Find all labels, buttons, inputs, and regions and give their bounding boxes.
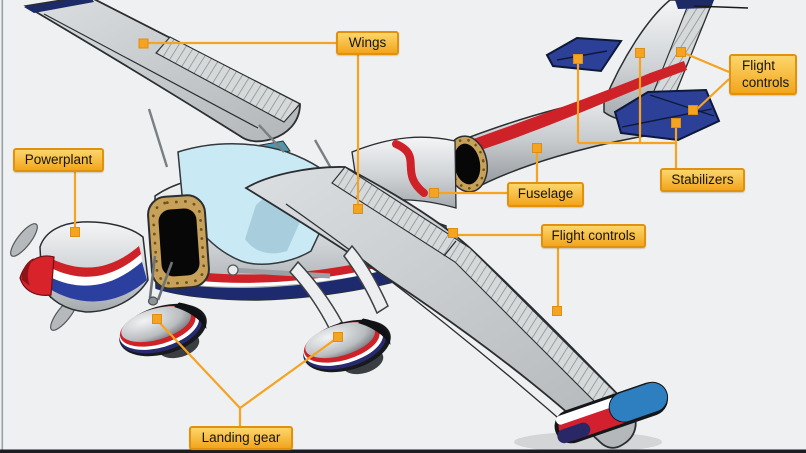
wings-callout-line (147, 41, 360, 205)
label-landing-gear: Landing gear (189, 426, 293, 450)
callout-marker (152, 314, 162, 324)
callout-marker (138, 38, 149, 49)
label-flight-controls-tail: Flight controls (729, 54, 797, 95)
cowl-white-band (50, 254, 142, 286)
callout-marker (429, 188, 439, 198)
engine-cowling (10, 221, 149, 331)
label-flight-controls-wing: Flight controls (541, 224, 646, 248)
callout-marker (635, 48, 645, 58)
label-fuselage: Fuselage (507, 182, 584, 207)
left-border-rule (1, 0, 4, 453)
label-powerplant: Powerplant (13, 148, 104, 172)
label-stabilizers: Stabilizers (660, 168, 745, 192)
tail-cone-opening (445, 135, 489, 193)
firewall-ring (147, 194, 210, 290)
callout-marker (353, 204, 363, 214)
stabilizers-callout-line (576, 57, 678, 168)
left-wing (23, 0, 301, 143)
callout-marker (671, 118, 681, 128)
wheel-pant-left (119, 302, 207, 359)
callout-marker (532, 143, 542, 153)
horizontal-stabilizer-left (545, 36, 623, 73)
fin-cap (675, 0, 714, 9)
callout-marker (676, 47, 686, 57)
flight-controls-tail-callout-line (683, 51, 730, 111)
cowl-navy-band (48, 262, 147, 302)
right-wingtip (554, 381, 669, 444)
antenna (693, 5, 749, 9)
callout-marker (70, 227, 80, 237)
cowl-red-stripe (51, 246, 141, 277)
aft-red-swoosh (392, 140, 428, 197)
main-gear-legs (227, 244, 389, 332)
propeller-blade-upper (10, 223, 38, 257)
callout-marker (573, 54, 583, 64)
label-wings: Wings (336, 31, 399, 55)
nose-gear-fork (147, 255, 174, 306)
left-wingtip-cap (24, 0, 94, 13)
left-wing-flap-hatch (155, 36, 301, 123)
callout-marker (552, 306, 562, 316)
fuselage-callout-line (439, 152, 539, 195)
wheel-pant-right (303, 318, 391, 375)
callout-marker (333, 332, 343, 342)
callout-lines (70, 38, 730, 426)
callout-marker (448, 228, 458, 238)
landing-gear-callout-line (156, 319, 338, 426)
bottom-edge-bar (0, 449, 806, 453)
callout-marker (688, 105, 698, 115)
right-wing (244, 166, 669, 449)
flight-controls-wing-callout-line (457, 233, 560, 307)
